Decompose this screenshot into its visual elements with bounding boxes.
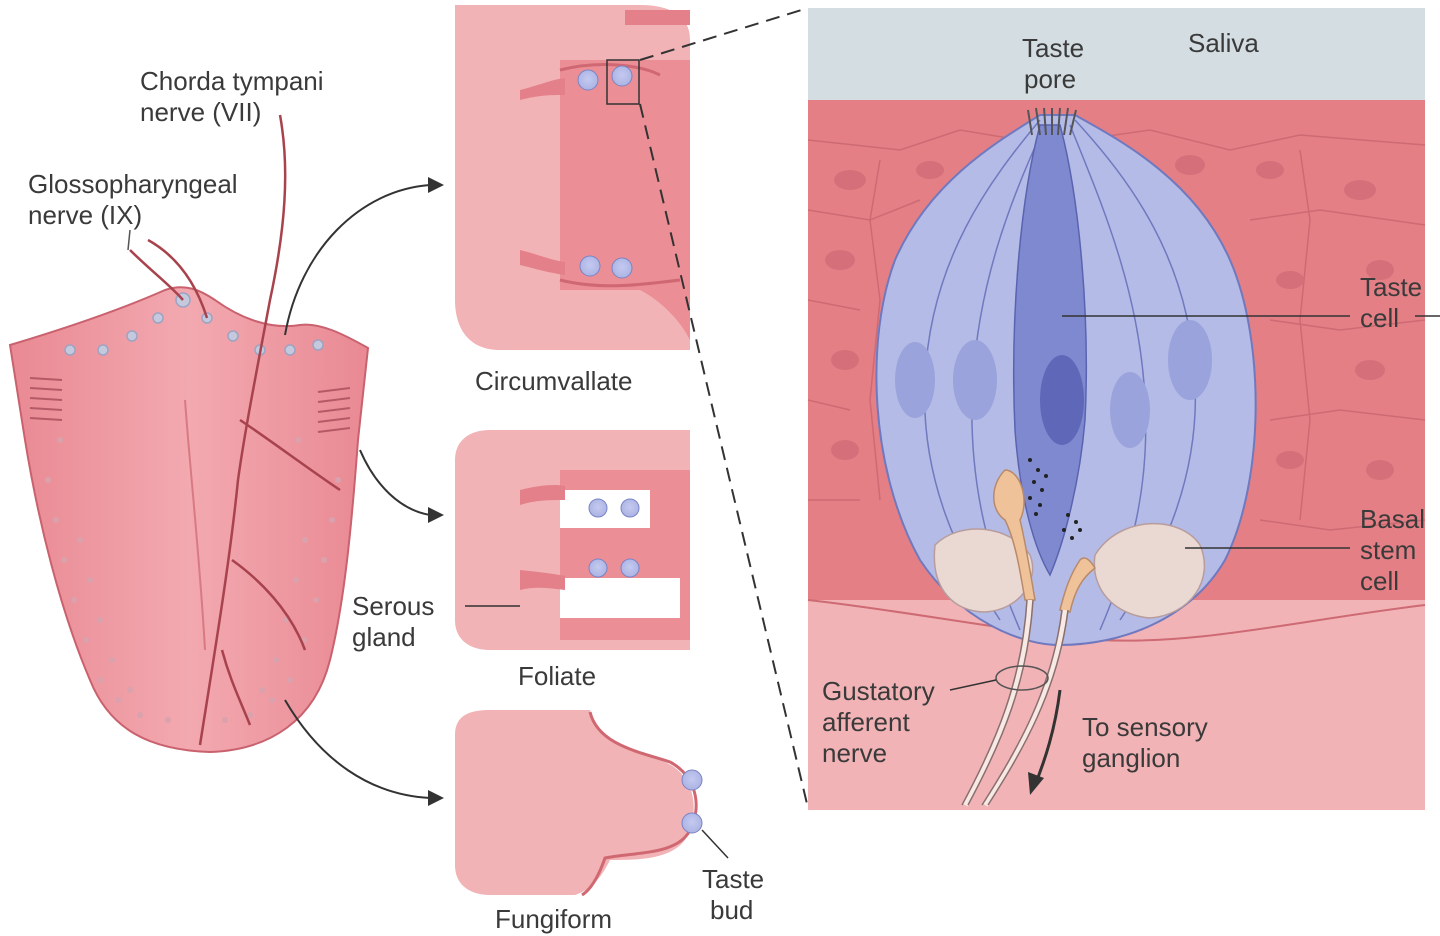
label-gustatory-1: Gustatory [822,676,935,706]
fungiform-papilla [455,710,729,897]
arrowheads [428,177,444,806]
saliva-layer [808,8,1425,103]
label-circumvallate: Circumvallate [475,366,633,396]
pointer-lines [1062,315,1440,549]
label-serous-gland-1: Serous [352,591,434,621]
gustatory-afferent-outline [961,599,1069,806]
arrow-circumvallate [284,184,431,336]
glosso-branch-2 [147,238,209,319]
circumvallate-papilla [455,5,690,350]
synaptic-vesicles [1028,458,1082,540]
tongue [8,114,370,754]
label-sensory-ganglion-1: To sensory [1082,712,1208,742]
glosso-branch-1 [129,249,184,301]
chorda-branch-1 [239,418,341,492]
label-basal-stem-cell-1: Basal [1360,504,1425,534]
label-foliate: Foliate [518,661,596,691]
chorda-tympani-nerve [198,114,287,746]
chorda-branch-2 [231,558,307,651]
fungiform-papillae [45,437,341,723]
basal-stem-cells [933,523,1206,619]
nerve-sheath [995,665,1049,691]
glosso-pointer [127,229,131,251]
foliate-ridges-left [29,377,63,421]
label-gustatory-3: nerve [822,738,887,768]
label-saliva: Saliva [1188,28,1259,58]
label-glossopharyngeal-1: Glossopharyngeal [28,169,238,199]
tongue-median-groove [184,399,206,651]
label-basal-stem-cell-3: cell [1360,566,1399,596]
nerves [129,114,341,746]
label-taste-pore-1: Taste [1022,33,1084,63]
arrow-foliate [359,449,431,516]
label-chorda-tympani-2: nerve (VII) [140,97,261,127]
taste-cell-shape [1012,124,1088,577]
taste-bud-detail [807,8,1426,810]
zoom-lines [639,7,809,809]
arrows [284,184,431,799]
label-taste-bud-1: Taste [702,864,764,894]
label-taste-pore-2: pore [1024,64,1076,94]
label-chorda-tympani-1: Chorda tympani [140,66,324,96]
microvilli [1027,107,1077,136]
zoom-box [606,59,640,105]
label-sensory-ganglion-2: ganglion [1082,743,1180,773]
gustatory-pointer [949,679,997,691]
label-fungiform: Fungiform [495,904,612,934]
label-taste-cell-1: Taste [1360,272,1422,302]
tongue-body [8,286,370,754]
label-serous-gland-2: gland [352,622,416,652]
bud-nuclei [895,320,1212,448]
chorda-branch-3 [220,649,252,726]
taste-cell-nucleus [1040,355,1084,445]
label-glossopharyngeal-2: nerve (IX) [28,200,142,230]
epithelial-cells [807,129,1426,531]
foliate-papilla [455,430,690,650]
foliate-ridges-right [317,387,351,433]
epithelial-nuclei [825,155,1394,480]
label-basal-stem-cell-2: stem [1360,535,1416,565]
label-gustatory-2: afferent [822,707,910,737]
label-taste-bud-2: bud [710,895,753,925]
label-taste-cell-2: cell [1360,303,1399,333]
gustatory-afferent-nerve [962,599,1068,807]
arrow-fungiform [284,699,431,799]
